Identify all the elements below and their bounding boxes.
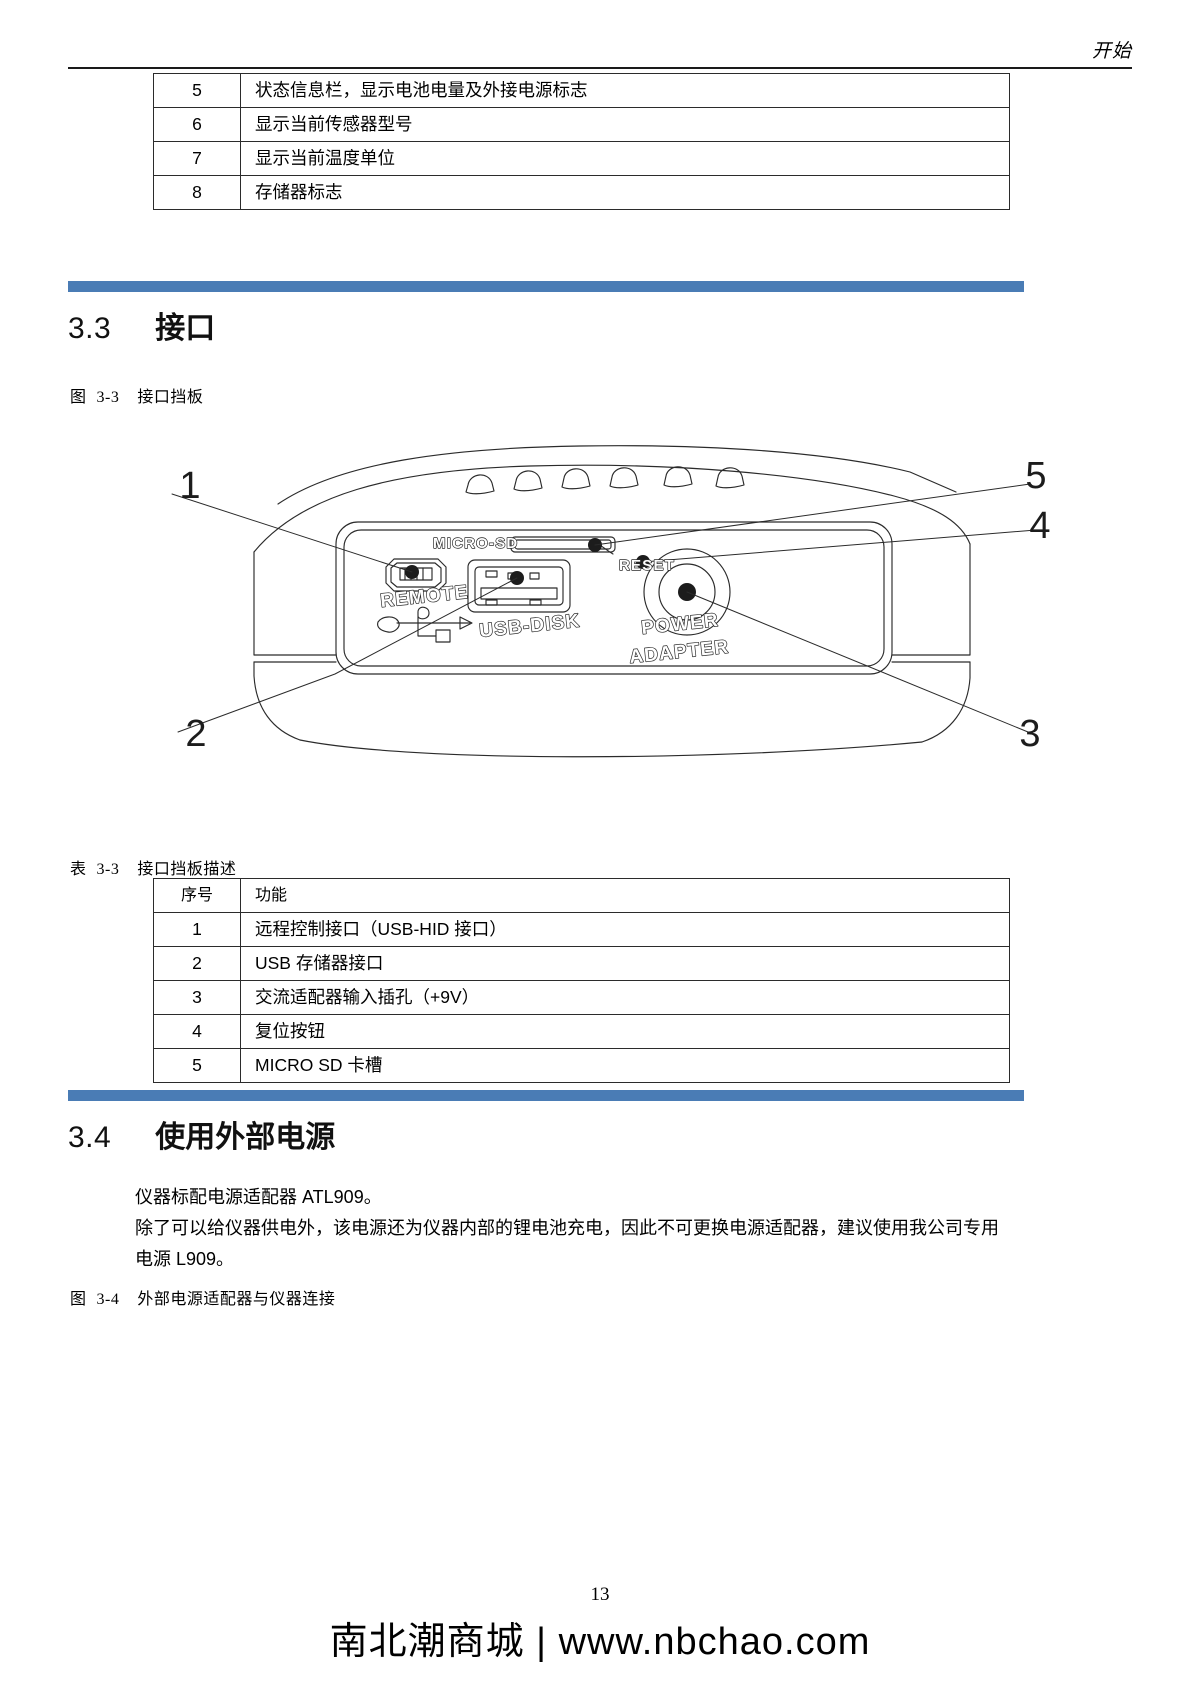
table-cell-num: 7	[153, 141, 241, 176]
table-cell-desc: 远程控制接口（USB-HID 接口）	[240, 912, 1010, 947]
table-row: 7 显示当前温度单位	[153, 141, 1010, 176]
figure-caption-text: 外部电源适配器与仪器连接	[137, 1291, 336, 1308]
table-caption-33: 表 3-3 接口挡板描述	[70, 855, 236, 879]
figure-interface-panel: MICRO-SD RESET REMOTE USB-DISK POWER ADA…	[150, 440, 1050, 780]
table-cell-num: 5	[153, 73, 241, 108]
table-row: 6 显示当前传感器型号	[153, 107, 1010, 142]
paragraph-adapter-model: 仪器标配电源适配器 ATL909。	[135, 1187, 382, 1207]
column-header-func: 功能	[240, 878, 1010, 913]
table-cell-desc: MICRO SD 卡槽	[240, 1048, 1010, 1083]
callout-2: 2	[185, 713, 206, 755]
section-title: 使用外部电源	[155, 1121, 336, 1154]
svg-text:ADAPTER: ADAPTER	[628, 637, 730, 668]
section-heading-33: 3.3 接口	[68, 303, 215, 347]
page-header: 开始	[68, 36, 1132, 72]
table-cell-num: 4	[153, 1014, 241, 1049]
interface-panel-table: 序号 功能 1 远程控制接口（USB-HID 接口） 2 USB 存储器接口 3…	[153, 878, 1010, 1083]
figure-caption-text: 接口挡板	[137, 389, 204, 406]
svg-text:USB-DISK: USB-DISK	[478, 610, 581, 641]
table-cell-num: 6	[153, 107, 241, 142]
svg-text:POWER: POWER	[640, 610, 720, 639]
section-title: 接口	[155, 312, 216, 345]
section-number: 3.3	[68, 312, 112, 345]
table-row: 1 远程控制接口（USB-HID 接口）	[153, 912, 1010, 947]
table-cell-desc: 存储器标志	[240, 175, 1010, 210]
table-cell-num: 8	[153, 175, 241, 210]
table-cell-num: 2	[153, 946, 241, 981]
paragraph-adapter-note: 除了可以给仪器供电外，该电源还为仪器内部的锂电池充电，因此不可更换电源适配器，建…	[135, 1218, 999, 1269]
table-cell-desc: 状态信息栏，显示电池电量及外接电源标志	[240, 73, 1010, 108]
table-row: 5 状态信息栏，显示电池电量及外接电源标志	[153, 73, 1010, 108]
page-number: 13	[590, 1584, 610, 1605]
figure-caption-label: 图	[70, 389, 87, 406]
table-row: 8 存储器标志	[153, 175, 1010, 210]
running-title: 开始	[1091, 41, 1132, 62]
table-row: 5 MICRO SD 卡槽	[153, 1048, 1010, 1083]
figure-caption-33: 图 3-3 接口挡板	[70, 383, 203, 407]
figure-caption-34: 图 3-4 外部电源适配器与仪器连接	[70, 1285, 335, 1309]
table-cell-desc: 显示当前传感器型号	[240, 107, 1010, 142]
table-row: 4 复位按钮	[153, 1014, 1010, 1049]
table-caption-label: 表	[70, 861, 87, 878]
figure-caption-number: 3-3	[96, 389, 120, 406]
section-number: 3.4	[68, 1121, 112, 1154]
table-row: 3 交流适配器输入插孔（+9V）	[153, 980, 1010, 1015]
table-cell-desc: 交流适配器输入插孔（+9V）	[240, 980, 1010, 1015]
section-heading-34: 3.4 使用外部电源	[68, 1112, 335, 1156]
svg-text:RESET: RESET	[619, 557, 675, 574]
section-rule-34	[68, 1090, 1024, 1101]
footer-brand: 南北潮商城 | www.nbchao.com	[329, 1621, 871, 1663]
table-cell-desc: USB 存储器接口	[240, 946, 1010, 981]
figure-caption-label: 图	[70, 1291, 87, 1308]
table-cell-num: 1	[153, 912, 241, 947]
table-cell-desc: 显示当前温度单位	[240, 141, 1010, 176]
callout-4: 4	[1029, 505, 1050, 547]
table-cell-desc: 复位按钮	[240, 1014, 1010, 1049]
callout-1: 1	[179, 465, 200, 507]
column-header-num: 序号	[153, 878, 241, 913]
table-cell-num: 3	[153, 980, 241, 1015]
svg-text:MICRO-SD: MICRO-SD	[433, 535, 518, 552]
table-cell-num: 5	[153, 1048, 241, 1083]
callout-5: 5	[1025, 455, 1046, 497]
section-rule-33	[68, 281, 1024, 292]
continued-table: 5 状态信息栏，显示电池电量及外接电源标志 6 显示当前传感器型号 7 显示当前…	[153, 73, 1010, 210]
table-row: 2 USB 存储器接口	[153, 946, 1010, 981]
header-rule	[68, 67, 1132, 69]
table-header-row: 序号 功能	[153, 878, 1010, 913]
svg-text:REMOTE: REMOTE	[379, 582, 469, 612]
table-caption-number: 3-3	[96, 861, 120, 878]
callout-3: 3	[1019, 713, 1040, 755]
figure-caption-number: 3-4	[96, 1291, 120, 1308]
table-caption-text: 接口挡板描述	[137, 861, 237, 878]
